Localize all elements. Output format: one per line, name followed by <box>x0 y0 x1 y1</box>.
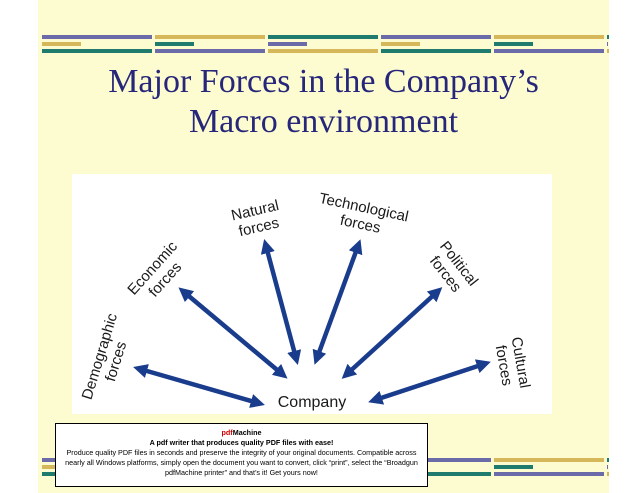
stripe-segment <box>607 35 609 39</box>
title-line-2: Macro environment <box>188 103 459 140</box>
company-label: Company <box>278 394 346 411</box>
stripe-segment <box>607 472 609 476</box>
stripe-segment <box>381 42 420 46</box>
stripe-segment <box>42 49 152 53</box>
stripe-segment <box>155 42 194 46</box>
title-line-1: Major Forces in the Company’s <box>108 63 539 100</box>
stripe-segment <box>607 49 609 53</box>
stripe-segment <box>268 35 378 39</box>
double-headed-arrow <box>341 287 443 379</box>
double-headed-arrow <box>312 239 363 365</box>
stripe-segment <box>381 472 491 476</box>
force-label-political: Politicalforces <box>423 238 482 300</box>
stripe-segment <box>494 42 533 46</box>
force-label-demographic: Demographicforces <box>79 311 138 407</box>
double-headed-arrow <box>260 239 302 365</box>
force-label-natural: Naturalforces <box>230 197 285 241</box>
stripe-segment <box>381 35 491 39</box>
pdf-banner-brand: pdfMachine <box>56 428 427 438</box>
stripe-segment <box>607 42 608 46</box>
force-label-cultural: Culturalforces <box>491 336 533 393</box>
stripe-segment <box>381 458 491 462</box>
double-headed-arrow <box>368 359 491 405</box>
slide-title: Major Forces in the Company’s Macro envi… <box>38 62 609 142</box>
stripe-segment <box>494 465 533 469</box>
stripe-segment <box>381 49 491 53</box>
stripe-segment <box>155 35 265 39</box>
pdf-banner-brand-suffix: Machine <box>232 428 262 437</box>
pdf-banner-brand-prefix: pdf <box>221 428 233 437</box>
stripe-segment <box>42 35 152 39</box>
decorative-stripes-top <box>38 35 609 53</box>
stripe-segment <box>494 458 604 462</box>
force-label-economic: Economicforces <box>124 238 194 310</box>
stripe-segment <box>607 458 609 462</box>
stripe-segment <box>494 472 604 476</box>
stripe-segment <box>155 49 265 53</box>
stripe-segment <box>42 42 81 46</box>
stripe-segment <box>268 49 378 53</box>
stripe-segment <box>268 42 307 46</box>
force-label-technological: Technologicalforces <box>314 190 410 242</box>
stripe-segment <box>494 35 604 39</box>
stripe-segment <box>494 49 604 53</box>
pdf-banner-body: Produce quality PDF files in seconds and… <box>65 448 418 477</box>
double-headed-arrow <box>133 364 265 408</box>
pdfmachine-watermark-banner: pdfMachine A pdf writer that produces qu… <box>55 423 428 487</box>
stripe-segment <box>607 465 608 469</box>
pdf-banner-headline: A pdf writer that produces quality PDF f… <box>149 438 334 447</box>
force-label-line: forces <box>492 344 516 387</box>
double-headed-arrow <box>178 287 288 379</box>
